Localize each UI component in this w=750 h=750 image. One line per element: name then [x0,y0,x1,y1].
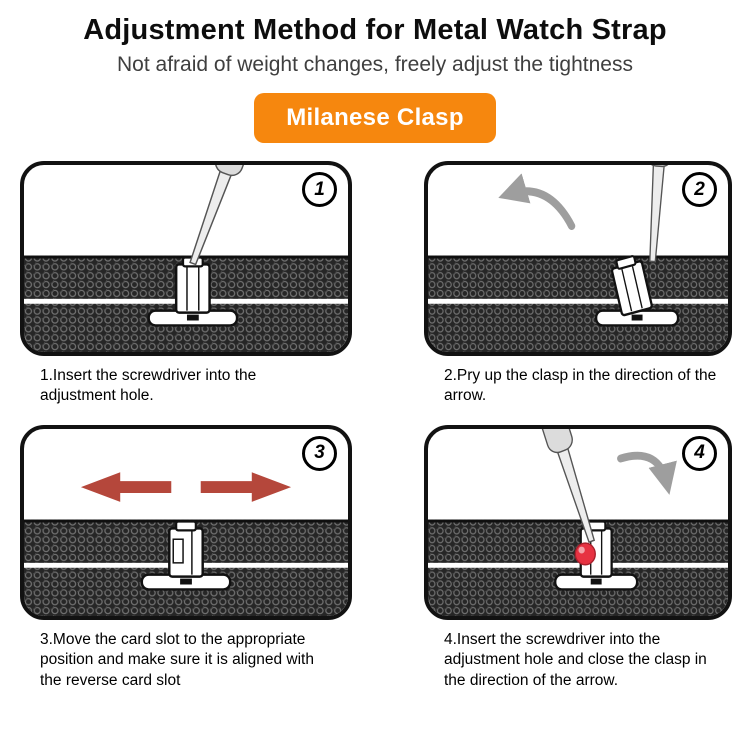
steps-grid: 1 1.Insert the screwdriver into the adju… [0,161,750,691]
step-number-badge: 1 [302,172,337,207]
screwdriver-icon [529,428,596,543]
clasp-icon [140,520,232,591]
screwdriver-icon [189,165,263,266]
badge-row: Milanese Clasp [0,93,750,143]
step-1-panel: 1 [20,161,352,356]
right-arrow-icon [200,472,292,502]
step-2-panel: 2 [424,161,732,356]
clasp-icon [147,256,239,327]
step-3-illustration [24,472,348,616]
page-title: Adjustment Method for Metal Watch Strap [83,14,667,46]
clasp-type-badge: Milanese Clasp [254,93,496,143]
step-number-badge: 3 [302,435,337,471]
step-3-panel: 3 [20,424,352,620]
step-1-illustration [24,165,348,352]
mesh-band [428,519,728,616]
step-3-caption: 3.Move the card slot to the appropriate … [40,630,314,689]
step-1-caption: 1.Insert the screwdriver into the adjust… [40,367,257,405]
left-arrow-icon [80,472,172,502]
curved-arrow-icon [617,451,677,495]
screwdriver-icon [645,165,677,263]
step-card-4: 4 4.Insert the screwdriver into the adju… [424,424,732,691]
step-card-2: 2 2.Pry up the clasp in the direction of… [424,161,732,407]
step-number-badge: 2 [682,172,717,207]
step-2-caption: 2.Pry up the clasp in the direction of t… [444,367,717,405]
step-card-1: 1 1.Insert the screwdriver into the adju… [20,161,352,407]
curved-arrow-icon [498,173,576,230]
step-number-badge: 4 [682,435,717,471]
step-4-illustration [428,428,728,616]
step-2-illustration [428,165,728,352]
step-4-panel: 4 [424,424,732,620]
clasp-icon [595,255,680,327]
page-subtitle: Not afraid of weight changes, freely adj… [117,53,633,76]
step-card-3: 3 3.Move the card slot to the appropriat… [20,424,352,691]
step-4-caption: 4.Insert the screwdriver into the adjust… [444,630,707,689]
mesh-band [428,255,728,352]
red-dot-marker [574,542,596,566]
